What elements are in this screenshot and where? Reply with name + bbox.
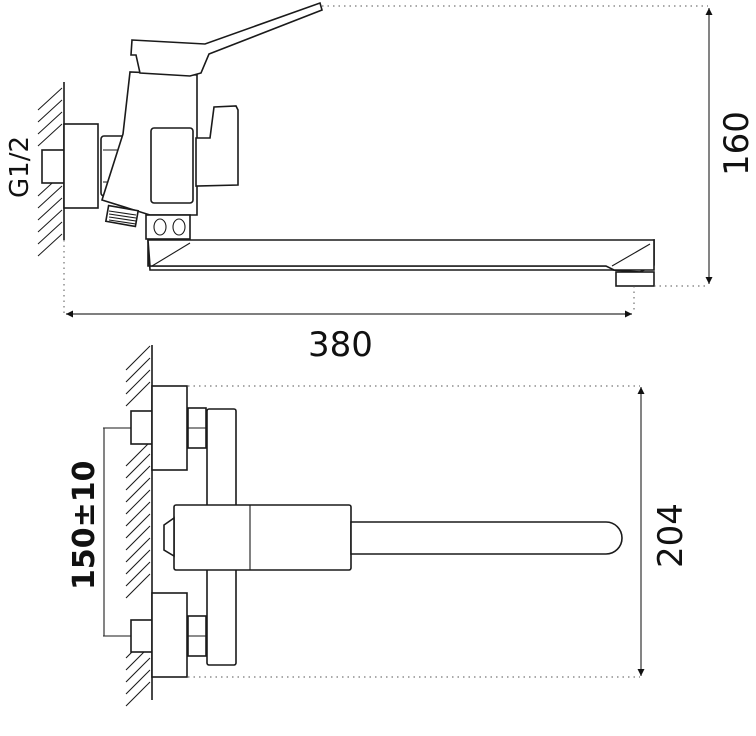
flange-upper (151, 385, 188, 471)
width-label: 204 (651, 503, 691, 568)
shower-outlet-thread (104, 204, 140, 228)
diverter-housing (150, 127, 194, 204)
inlet-pipe-upper (130, 410, 153, 445)
flange-lower (151, 592, 188, 678)
height-label: 160 (717, 111, 756, 176)
wall-hatch-top (125, 345, 151, 707)
eccentric-flange (63, 123, 99, 209)
side-view: 160 380 G1/2 (5, 1, 756, 365)
centers-label: 150±10 (67, 460, 102, 590)
aerator (615, 271, 655, 287)
length-label: 380 (308, 325, 373, 365)
diverter-knob (195, 105, 239, 187)
thread-size-label: G1/2 (5, 136, 35, 198)
inlet-pipe-lower (130, 619, 153, 653)
cartridge-housing (173, 504, 352, 571)
shower-outlet-top (163, 516, 175, 558)
inlet-pipe (41, 149, 65, 184)
top-view: 204 150±10 (67, 345, 691, 707)
lever-handle (130, 1, 323, 77)
spout-top (350, 521, 623, 555)
spout-swivel-ring (145, 214, 191, 240)
